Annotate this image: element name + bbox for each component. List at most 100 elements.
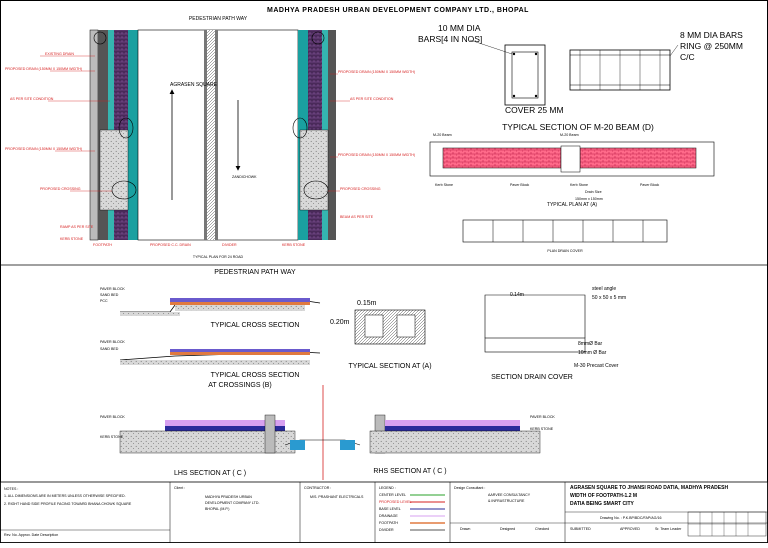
tb-rev-cols: Rev. No. Approv. Date Description	[4, 533, 58, 537]
plan-a-beam-right: M-20 Beam	[560, 133, 579, 137]
rhs-note-1: PAVER BLOCK	[530, 415, 555, 419]
beam-ring-label-line3: C/C	[680, 52, 695, 62]
plan-a-paver-right: Paver Block	[640, 183, 659, 187]
tb-client-line1: MADHYA PRADESH URBAN	[205, 495, 252, 499]
plan-caption: TYPICAL PLAN FOR 24 ROAD	[193, 255, 244, 259]
section-drain-cover: 0.14m steel angle 50 x 50 x 5 mm 8mmØ Ba…	[484, 286, 626, 381]
beam-section-title: TYPICAL SECTION OF M-20 BEAM (D)	[502, 122, 654, 132]
plan-a-kerb-left: Kerb Stone	[435, 183, 453, 187]
xs-title: TYPICAL CROSS SECTION	[211, 322, 300, 329]
plan-a-kerb-right: Kerb Stone	[570, 183, 588, 187]
lhs-rhs-sections: PAVER BLOCK KERB STONE PAVER BLOCK KERB …	[100, 414, 555, 477]
rhs-title: RHS SECTION AT ( C )	[373, 468, 446, 475]
lhs-title: LHS SECTION AT ( C )	[174, 470, 246, 477]
typical-section-a: 0.15m 0.20m TYPICAL SECTION AT (A)	[330, 300, 432, 370]
tb-legend-label: LEGEND :	[379, 486, 396, 490]
tb-consultant-label: Design Consultant :	[454, 486, 485, 490]
lhs-note-2: KERB STONE	[100, 435, 124, 439]
plan-a-drain-dim: 150mm x 150mm	[575, 197, 603, 201]
typical-cross-section: PEDESTRIAN PATH WAY TYPICAL CROSS SECTIO…	[100, 269, 321, 389]
plan-a-beam-left: M-20 Beam	[433, 133, 452, 137]
plan-a-title: TYPICAL PLAN AT (A)	[547, 202, 598, 208]
tb-submitted: SUBMITTED	[570, 527, 591, 531]
tb-drawing-no: Drawing No. : P.K.BP/BDC/FAP/AG/16	[600, 516, 661, 520]
plan-bottom-note-2: PROPOSED C.C. DRAIN	[150, 243, 191, 247]
tb-legend-4: DRAINAGE	[379, 514, 398, 518]
xs2-title-line1: TYPICAL CROSS SECTION	[211, 372, 300, 379]
tb-contractor-label: CONTRACTOR :	[304, 486, 331, 490]
tb-check-3: Checked	[535, 527, 549, 531]
plan-note-left-7: KERB STONE	[60, 237, 84, 241]
plan-note-left-4: PROPOSED DRAIN (150MM X 150MM WIDTH)	[5, 147, 82, 151]
lhs-note-1: PAVER BLOCK	[100, 415, 125, 419]
beam-cover-label: COVER 25 MM	[505, 105, 564, 115]
plan-note-left-5: PROPOSED CROSSING	[40, 187, 81, 191]
beam-ring-label-line2: RING @ 250MM	[680, 41, 743, 51]
section-a-title: TYPICAL SECTION AT (A)	[348, 363, 431, 370]
beam-section-m20: 10 MM DIA BARS[4 IN NOS] 8 MM DIA BARS R…	[418, 23, 743, 132]
tb-project-line2: WIDTH OF FOOTPATH-1.2 M	[570, 493, 637, 499]
plan-bottom-note-4: KERB STONE	[282, 243, 306, 247]
tb-legend-5: FOOTPATH	[379, 521, 398, 525]
tb-consultant-line3: & INFRASTRUCTURE	[488, 499, 525, 503]
plan-note-left-2: PROPOSED DRAIN (150MM X 150MM WIDTH)	[5, 67, 82, 71]
xs-header: PEDESTRIAN PATH WAY	[214, 269, 296, 276]
tb-check-1: Drawn	[460, 527, 470, 531]
tb-note-2: 2. RIGHT HAND SIDE PROFILE FACING TOWARD…	[4, 502, 132, 506]
title-block: NOTES : 1. ALL DIMENSIONS ARE IN METERS …	[0, 481, 768, 543]
plan-a-paver-left: Paver Block	[510, 183, 529, 187]
tb-client-line3: BHOPAL (M.P.)	[205, 507, 230, 511]
header-title: MADHYA PRADESH URBAN DEVELOPMENT COMPANY…	[267, 7, 529, 14]
plan-note-right-3: PROPOSED DRAIN (150MM X 150MM WIDTH)	[338, 153, 415, 157]
plan-note-right-5: BEAM AS PER SITE	[340, 215, 374, 219]
typical-plan-a: M-20 Beam M-20 Beam Kerb Stone Paver Blo…	[429, 133, 715, 253]
plan-note-right-2: AS PER SITE CONDITION	[350, 97, 394, 101]
tb-client-line2: DEVELOPMENT COMPANY LTD.	[205, 501, 259, 505]
drain-cover-angle-1: steel angle	[592, 286, 616, 292]
drain-cover-title: SECTION DRAIN COVER	[491, 374, 573, 381]
plan-a-drain-size: Drain Size	[585, 190, 602, 194]
tb-legend-6: DIVIDER	[379, 528, 394, 532]
tb-check-2: Designed	[500, 527, 515, 531]
tb-consultant-line2: AARVEE CONSULTANCY	[488, 493, 531, 497]
plan-note-left-6: RAMP AS PER SITE	[60, 225, 94, 229]
tb-contractor: M/S. PRASHANT ELECTRICALS	[310, 495, 364, 499]
plan-note-left-1: EXISTING DRAIN	[45, 52, 74, 56]
xs-note-1: PAVER BLOCK	[100, 287, 125, 291]
drain-cover-bar-10: 10mm Ø Bar	[578, 350, 607, 356]
tb-approved: APPROVED	[620, 527, 640, 531]
tb-legend-3: BASE LEVEL	[379, 507, 401, 511]
tb-note-1: 1. ALL DIMENSIONS ARE IN METERS UNLESS O…	[4, 494, 126, 498]
rhs-note-2: KERB STONE	[530, 427, 554, 431]
section-a-height: 0.20m	[330, 319, 350, 326]
tb-project-line1: AGRASEN SQUARE TO JHANSI ROAD DATIA, MAD…	[570, 485, 728, 491]
drain-cover-bar-8: 8mmØ Bar	[578, 341, 603, 347]
plan-a-drain-cover: PLAN DRAIN COVER	[547, 249, 583, 253]
xs2-title-line2: AT CROSSINGS (B)	[208, 382, 272, 389]
xs-note-2: SAND BED	[100, 293, 119, 297]
beam-bars-label-line2: BARS[4 IN NOS]	[418, 34, 482, 44]
tb-client-label: Client :	[174, 486, 185, 490]
xs-note-3: PCC	[100, 299, 108, 303]
plan-bottom-note-1: FOOTPATH	[93, 243, 112, 247]
plan-road-name: AGRASEN SQUARE	[170, 82, 218, 88]
plan-bottom-note-3: DIVIDER	[222, 243, 237, 247]
typical-plan-main-road: PEDESTRIAN PATH WAY AGRASEN SQUARE ZANDI…	[5, 16, 415, 259]
plan-road-end: ZANDICHOWK	[232, 175, 257, 179]
xs2-note-1: PAVER BLOCK	[100, 340, 125, 344]
drain-cover-angle-2: 50 x 50 x 5 mm	[592, 295, 626, 301]
tb-project-line3: DATIA BEING SMART CITY	[570, 501, 635, 507]
beam-ring-label-line1: 8 MM DIA BARS	[680, 30, 743, 40]
xs2-note-2: SAND BED	[100, 347, 119, 351]
drain-cover-precast: M-30 Precast Cover	[574, 363, 619, 369]
plan-note-left-3: AS PER SITE CONDITION	[10, 97, 54, 101]
plan-note-right-1: PROPOSED DRAIN (150MM X 150MM WIDTH)	[338, 70, 415, 74]
plan-note-right-4: PROPOSED CROSSING	[340, 187, 381, 191]
plan-top-label: PEDESTRIAN PATH WAY	[189, 16, 248, 22]
beam-bars-label-line1: 10 MM DIA	[438, 23, 481, 33]
tb-team-leader: Sr. Team Leader	[655, 527, 682, 531]
tb-legend-1: CENTER LEVEL	[379, 493, 406, 497]
section-a-width: 0.15m	[357, 300, 377, 307]
